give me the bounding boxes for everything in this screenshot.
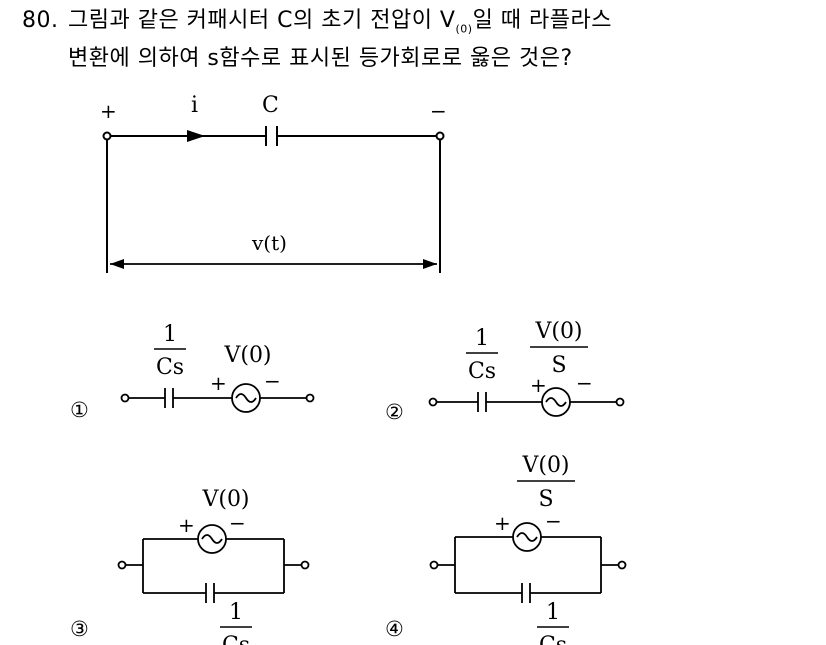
source-label: V(0) (223, 343, 271, 368)
question-subscript: (0) (455, 22, 473, 36)
impedance-denominator: Cs (539, 633, 567, 645)
impedance-denominator: Cs (156, 355, 184, 380)
plus-sign: + (100, 99, 117, 123)
terminal-right (300, 560, 310, 570)
current-label: i (191, 93, 198, 118)
question-text: 80. 그림과 같은 커패시터 C의 초기 전압이 V(0)일 때 라플라스 변환… (22, 6, 612, 74)
terminal-left (120, 393, 130, 403)
terminal-left (428, 397, 438, 407)
impedance-numerator: 1 (546, 600, 560, 625)
terminal-right (617, 560, 627, 570)
option-1-marker[interactable]: ① (70, 398, 89, 422)
question-number: 80. (22, 8, 59, 33)
option-3-circuit: V(0) + − 1 Cs (117, 487, 310, 645)
arrow-left-icon (110, 259, 124, 269)
impedance-denominator: Cs (222, 633, 250, 645)
capacitor-label: C (262, 93, 279, 118)
voltage-label: v(t) (251, 231, 287, 255)
question-line-2: 변환에 의하여 s함수로 표시된 등가회로로 옳은 것은? (68, 46, 573, 72)
option-2-marker[interactable]: ② (385, 400, 404, 424)
impedance-numerator: 1 (229, 600, 243, 625)
ac-wave-icon (545, 397, 567, 407)
option-3-marker[interactable]: ③ (70, 617, 89, 641)
terminal-right (615, 397, 625, 407)
source-plus: + (530, 373, 547, 397)
source-minus: − (545, 509, 562, 533)
ac-wave-icon (235, 393, 257, 403)
source-minus: − (264, 369, 281, 393)
source-denominator: S (551, 353, 566, 378)
ac-wave-icon (516, 532, 538, 542)
impedance-denominator: Cs (468, 359, 496, 384)
source-plus: + (494, 511, 511, 535)
question-line-1-a: 그림과 같은 커패시터 C의 초기 전압이 V (68, 8, 456, 33)
terminal-left (429, 560, 439, 570)
question-line-1-b: 일 때 라플라스 (472, 8, 613, 33)
terminal-right (435, 131, 445, 141)
option-4-marker[interactable]: ④ (385, 617, 404, 641)
option-1-circuit: 1 Cs V(0) + − (120, 322, 315, 413)
main-circuit (102, 126, 445, 273)
impedance-numerator: 1 (475, 326, 489, 351)
source-numerator: V(0) (521, 453, 569, 478)
terminal-left (102, 131, 112, 141)
option-2-circuit: 1 Cs V(0) S + − (428, 319, 625, 417)
question-line-1: 80. 그림과 같은 커패시터 C의 초기 전압이 V(0)일 때 라플라스 (22, 6, 612, 44)
ac-wave-icon (201, 534, 223, 544)
source-plus: + (210, 371, 227, 395)
source-denominator: S (538, 487, 553, 512)
impedance-numerator: 1 (163, 322, 177, 347)
option-4-circuit: V(0) S + − 1 Cs (429, 453, 627, 645)
arrow-right-icon (423, 259, 437, 269)
source-numerator: V(0) (534, 319, 582, 344)
terminal-right (305, 393, 315, 403)
source-plus: + (178, 513, 195, 537)
source-label: V(0) (201, 487, 249, 512)
minus-sign: − (430, 99, 447, 123)
source-minus: − (576, 371, 593, 395)
current-arrow-icon (187, 130, 205, 142)
source-minus: − (229, 511, 246, 535)
terminal-left (117, 560, 127, 570)
